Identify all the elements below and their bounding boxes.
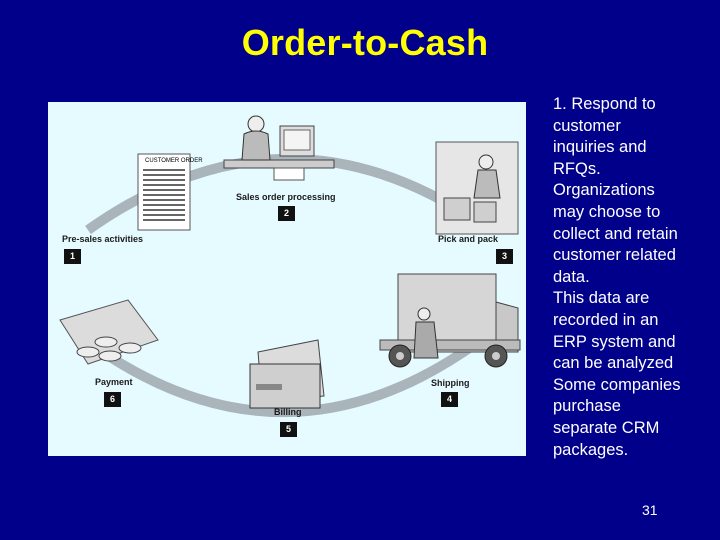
body-line: This data are xyxy=(553,289,650,308)
body-line: packages. xyxy=(553,440,629,459)
body-line: separate CRM xyxy=(553,418,660,437)
body-line: recorded in an xyxy=(553,310,659,329)
step-number-5: 5 xyxy=(280,422,297,437)
step-number-3: 3 xyxy=(496,249,513,264)
body-text: 1. Respond to customer inquiries and RFQ… xyxy=(553,94,713,461)
body-line: can be analyzed xyxy=(553,354,674,373)
step-label-pre-sales: Pre-sales activities xyxy=(62,234,144,244)
step-label-pick-and-pack: Pick and pack xyxy=(438,234,499,244)
step-label-billing: Billing xyxy=(274,407,302,417)
step-label-payment: Payment xyxy=(95,377,133,387)
order-to-cash-diagram: CUSTOMER ORDER Pre-sales activities 1 Sa… xyxy=(48,102,526,456)
body-line: purchase xyxy=(553,397,621,416)
body-line: Organizations xyxy=(553,181,655,200)
step-number-4: 4 xyxy=(441,392,458,407)
document-heading: CUSTOMER ORDER xyxy=(145,158,203,164)
body-line: may choose to xyxy=(553,202,661,221)
cycle-arc-bottom xyxy=(85,337,481,417)
body-line: customer related xyxy=(553,246,676,265)
body-line: inquiries and xyxy=(553,138,647,157)
cycle-illustration xyxy=(59,115,521,417)
body-line: Some companies xyxy=(553,375,681,394)
step-number-1: 1 xyxy=(64,249,81,264)
page-number: 31 xyxy=(642,502,658,518)
customer-order-document-icon xyxy=(137,153,191,231)
slide-title: Order-to-Cash xyxy=(241,22,489,63)
step-number-6: 6 xyxy=(104,392,121,407)
step-label-shipping: Shipping xyxy=(431,378,470,388)
body-line: collect and retain xyxy=(553,224,678,243)
billing-envelopes-icon xyxy=(249,339,325,409)
step-label-sales-order: Sales order processing xyxy=(236,192,336,202)
body-line: RFQs. xyxy=(553,159,601,178)
body-line: 1. Respond to xyxy=(553,95,656,113)
body-line: customer xyxy=(553,116,621,135)
step-number-2: 2 xyxy=(278,206,295,221)
sales-person-computer-icon xyxy=(223,115,335,181)
body-line: ERP system and xyxy=(553,332,676,351)
payment-money-icon xyxy=(59,299,159,365)
body-line: data. xyxy=(553,267,590,286)
pick-and-pack-icon xyxy=(435,141,519,235)
truck-icon xyxy=(379,273,521,368)
